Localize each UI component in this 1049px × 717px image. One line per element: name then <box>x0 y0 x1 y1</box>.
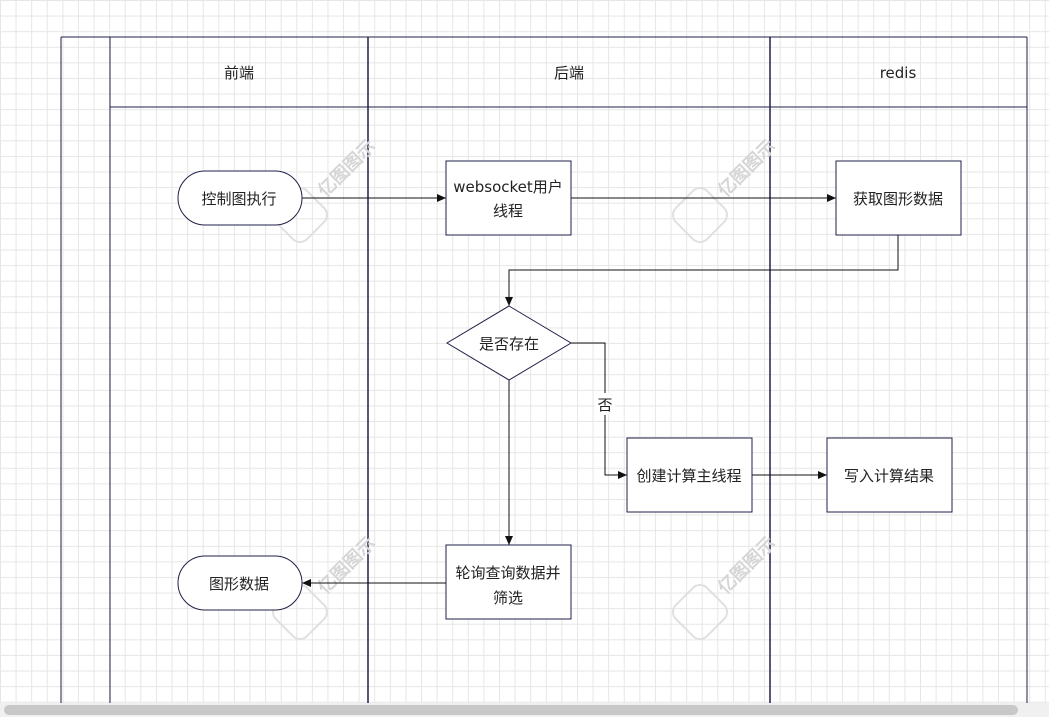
edge-label-no-bg <box>595 393 615 415</box>
node-graph-data-out[interactable]: 图形数据 <box>177 555 303 611</box>
node-poll-filter-label-line2: 筛选 <box>493 589 523 607</box>
node-control-exec-label: 控制图执行 <box>201 190 276 208</box>
edges <box>302 194 899 587</box>
swimlane-frame <box>60 36 1028 703</box>
watermark-logo-icon <box>672 187 728 243</box>
edge-get-data-to-decision <box>505 235 899 306</box>
node-ws-thread[interactable]: websocket用户 线程 <box>445 160 572 236</box>
node-graph-data-out-label: 图形数据 <box>209 575 269 593</box>
lane-header-backend: 后端 <box>554 64 584 82</box>
watermark-text: 亿图图示 <box>313 135 379 201</box>
watermark-text: 亿图图示 <box>313 532 379 598</box>
watermark-logo-icon <box>672 584 728 640</box>
node-control-exec[interactable]: 控制图执行 <box>177 170 303 226</box>
edge-label-no: 否 <box>597 396 612 414</box>
node-poll-filter[interactable]: 轮询查询数据并 筛选 <box>445 544 572 620</box>
node-exists-decision-label: 是否存在 <box>479 335 539 353</box>
node-ws-thread-label-line1: websocket用户 <box>453 178 563 196</box>
node-create-main-thread[interactable]: 创建计算主线程 <box>626 437 753 513</box>
node-poll-filter-label-line1: 轮询查询数据并 <box>455 564 560 582</box>
node-get-graph-data-label: 获取图形数据 <box>853 190 943 208</box>
lane-header-redis: redis <box>880 64 917 82</box>
node-create-main-thread-label: 创建计算主线程 <box>636 467 741 485</box>
node-get-graph-data[interactable]: 获取图形数据 <box>835 160 962 236</box>
node-ws-thread-label-line2: 线程 <box>493 202 523 220</box>
node-write-result[interactable]: 写入计算结果 <box>826 437 953 513</box>
node-exists-decision[interactable]: 是否存在 <box>446 305 572 381</box>
horizontal-scrollbar-thumb[interactable] <box>4 705 1018 715</box>
node-write-result-label: 写入计算结果 <box>844 467 934 485</box>
lane-header-frontend: 前端 <box>224 64 254 82</box>
